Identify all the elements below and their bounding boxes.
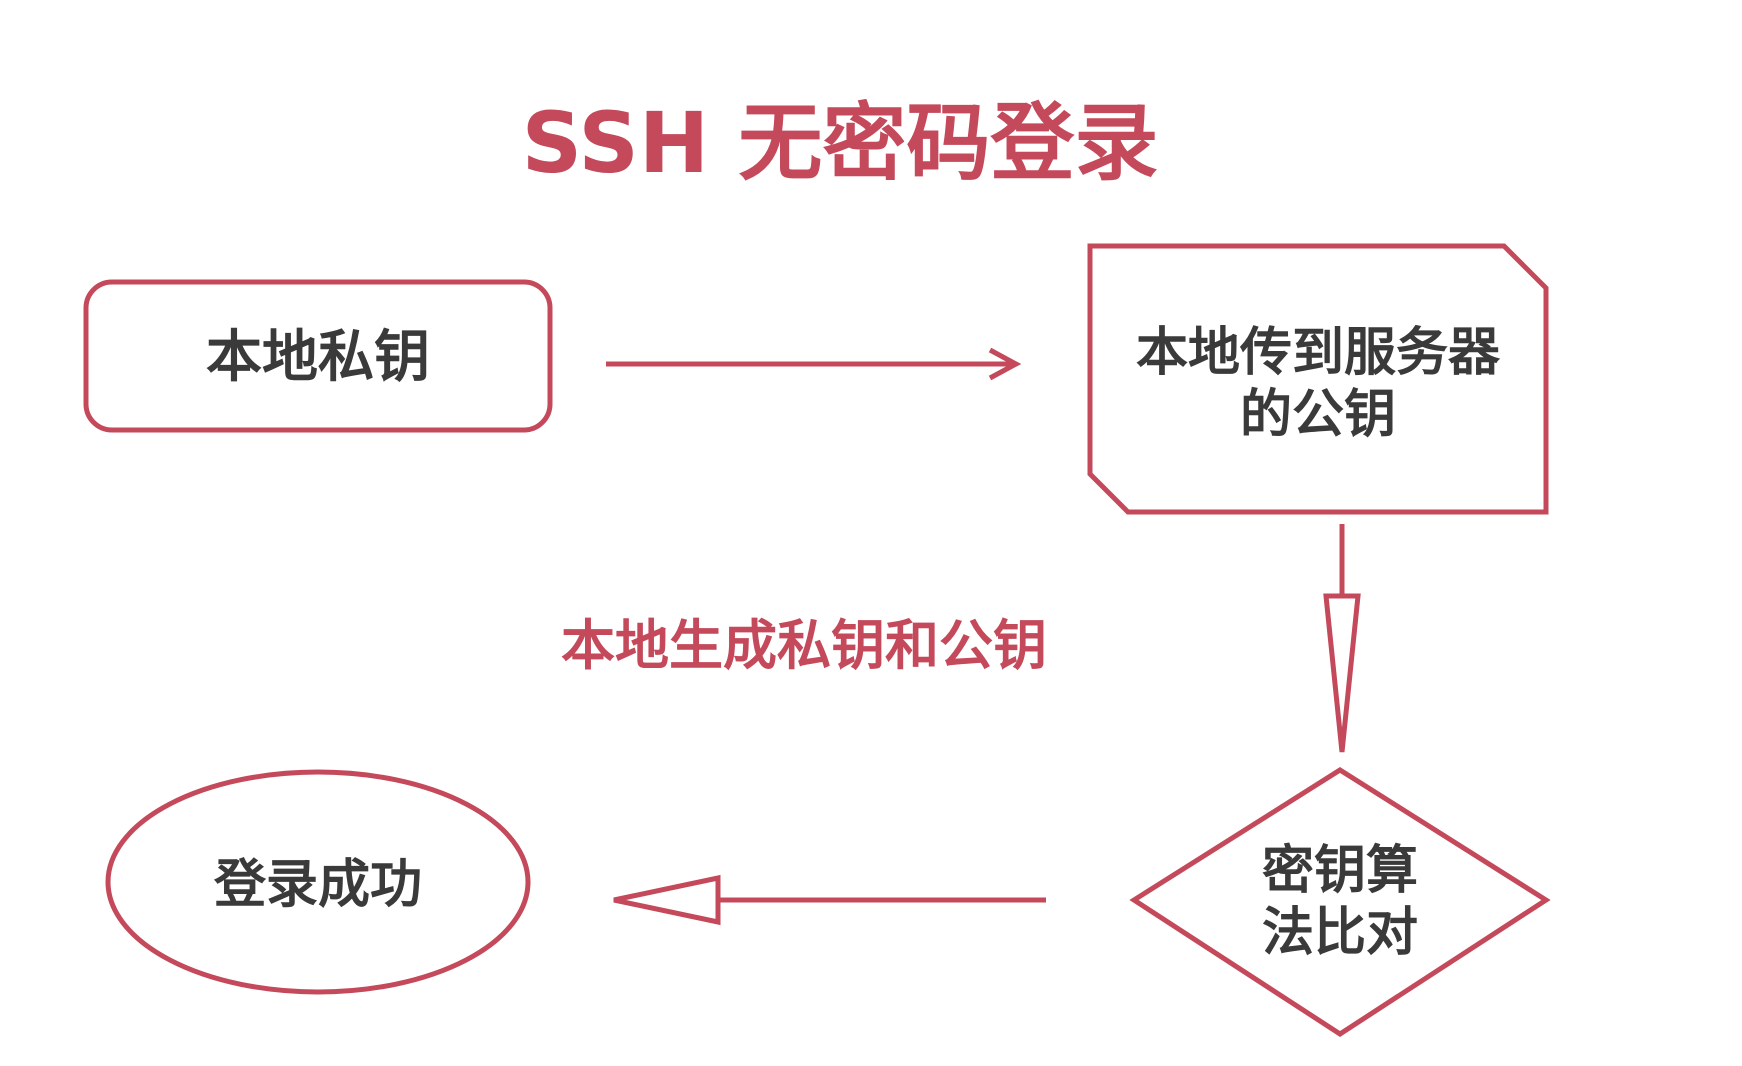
success-label: 登录成功 [213,855,422,915]
node-success: 登录成功 [105,769,531,995]
arrow-private-to-public [606,347,1022,381]
node-private-key: 本地私钥 [83,279,553,433]
node-compare: 密钥算 法比对 [1129,767,1551,1037]
public-key-label-line2: 的公钥 [1240,385,1396,445]
compare-label-line2: 法比对 [1262,903,1418,963]
arrow-head [1323,593,1361,753]
compare-label-line1: 密钥算 [1262,841,1418,901]
private-key-label: 本地私钥 [206,325,430,390]
success-ellipse [105,769,531,995]
private-key-box [83,279,553,433]
arrow-head [988,347,1022,381]
arrow-compare-to-success [613,874,1046,926]
public-key-box [1087,243,1549,515]
diagram-caption: 本地生成私钥和公钥 [561,614,1047,677]
diagram-title: SSH 无密码登录 [522,94,1159,192]
arrow-head [613,874,721,926]
public-key-label-line1: 本地传到服务器 [1136,323,1501,383]
node-public-key: 本地传到服务器 的公钥 [1087,243,1549,515]
arrow-public-to-compare [1323,524,1361,753]
compare-diamond [1129,767,1551,1037]
